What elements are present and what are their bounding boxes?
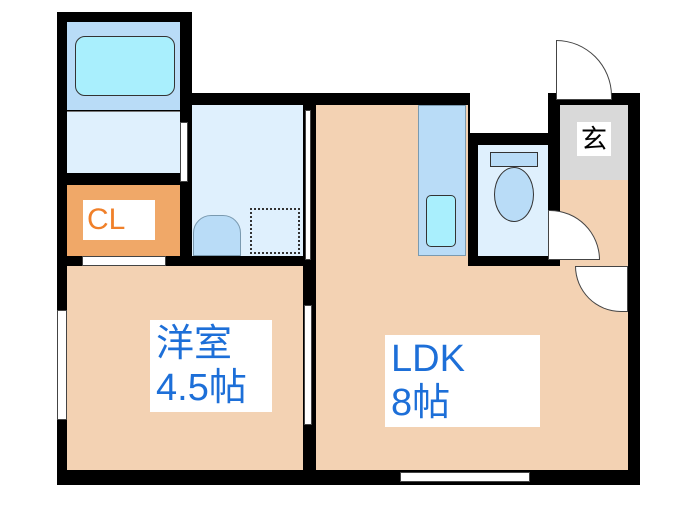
front-door[interactable]	[556, 40, 612, 100]
washing-machine-space	[250, 208, 300, 254]
kitchen-sink	[426, 195, 456, 247]
closet-door[interactable]	[82, 256, 166, 266]
bathtub	[75, 36, 175, 96]
ldk-name: LDK	[391, 338, 465, 380]
bedroom-sliding-door[interactable]	[304, 305, 312, 425]
bedroom-window[interactable]	[57, 310, 67, 420]
washroom-area	[67, 111, 180, 173]
washbasin	[193, 215, 241, 256]
ldk-size: 8帖	[391, 382, 451, 424]
western-room-size: 4.5帖	[156, 367, 247, 409]
ldk-label: LDK 8帖	[385, 335, 540, 427]
toilet-tank	[490, 152, 538, 167]
closet-label: CL	[83, 200, 155, 240]
toilet-bowl	[494, 167, 534, 222]
wash-sliding-door[interactable]	[305, 110, 311, 260]
bath-door[interactable]	[180, 122, 188, 182]
western-room-label: 洋室 4.5帖	[150, 320, 272, 412]
entrance-label: 玄	[577, 122, 611, 156]
western-room-name: 洋室	[156, 323, 233, 365]
ldk-window[interactable]	[400, 472, 530, 482]
